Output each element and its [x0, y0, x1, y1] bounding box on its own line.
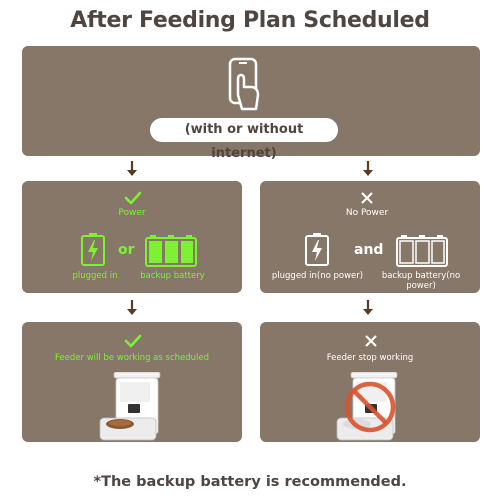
backup-battery-no-power-label: backup battery(no power) — [381, 271, 461, 291]
plugged-battery-icon — [304, 232, 330, 270]
empty-battery-icon — [396, 235, 448, 271]
power-status: Power — [118, 208, 146, 218]
plugged-in-label: plugged in — [72, 271, 118, 281]
footer-note: *The backup battery is recommended. — [93, 474, 407, 490]
pet-feeder-icon — [98, 371, 164, 446]
cross-icon — [364, 333, 378, 352]
feeder-stop-caption: Feeder stop working — [326, 353, 414, 363]
phone-touch-icon — [208, 55, 278, 115]
plugged-in-no-power-label: plugged in(no power) — [271, 271, 364, 281]
cross-icon — [360, 190, 374, 209]
check-icon — [124, 333, 142, 352]
prohibited-icon — [343, 380, 397, 438]
page-title: After Feeding Plan Scheduled — [70, 8, 430, 33]
feeder-working-caption: Feeder will be working as scheduled — [54, 353, 209, 363]
no-power-connector: and — [354, 242, 384, 258]
power-panel — [22, 181, 242, 293]
power-connector: or — [118, 242, 135, 258]
no-power-status: No Power — [345, 208, 389, 218]
backup-battery-label: backup battery — [140, 271, 205, 281]
internet-pill: (with or without internet) — [150, 118, 338, 161]
plugged-battery-icon — [80, 232, 106, 270]
full-battery-icon — [145, 235, 197, 271]
check-icon — [124, 190, 142, 209]
